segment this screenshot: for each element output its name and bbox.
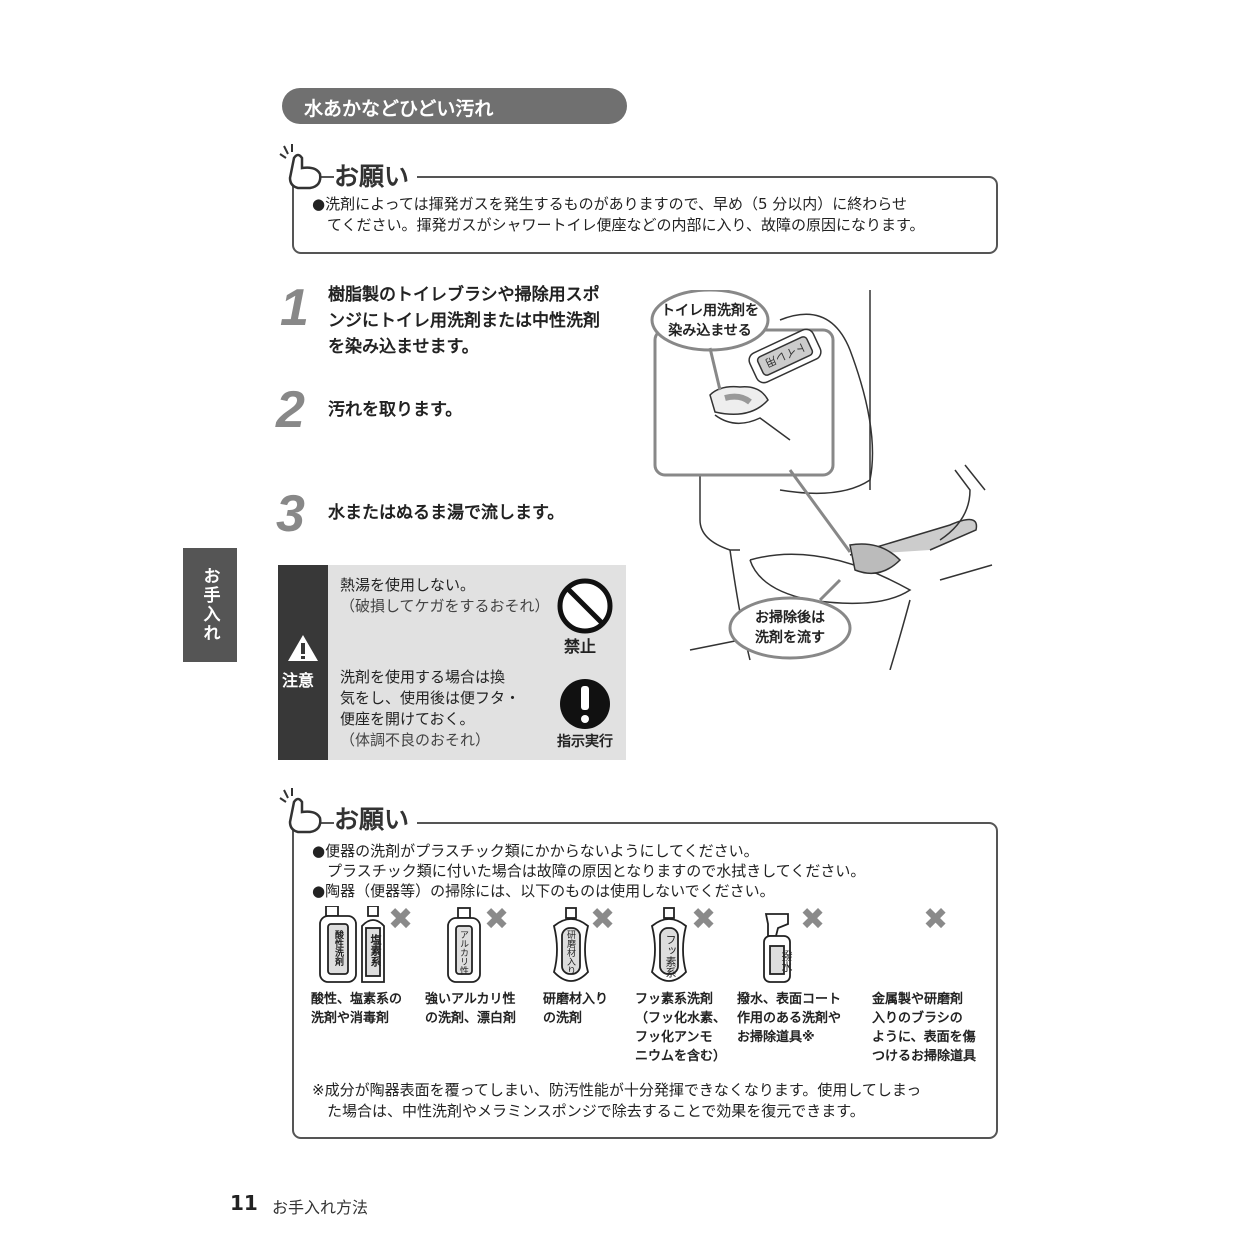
item-label: 撥水、表面コート xyxy=(737,992,842,1007)
step-number: 3 xyxy=(276,485,305,543)
item-label: 強いアルカリ性 xyxy=(425,992,516,1007)
notice-line: てください。揮発ガスがシャワートイレ便座などの内部に入り、故障の原因になります。 xyxy=(312,216,925,234)
item-label: フッ素系洗剤 xyxy=(635,992,714,1007)
notice-line: ●陶器（便器等）の掃除には、以下のものは使用しないでください。 xyxy=(312,882,775,900)
step-text: ンジにトイレ用洗剤または中性洗剤 xyxy=(328,311,600,331)
notice-box-1 xyxy=(292,176,998,254)
step-text: を染み込ませます。 xyxy=(328,337,479,357)
caution-subtext: （体調不良のおそれ） xyxy=(340,731,491,749)
cleaner-icons xyxy=(319,906,791,983)
bubble-text: 洗剤を流す xyxy=(755,630,825,646)
item-label: （フッ化水素、 xyxy=(635,1011,727,1026)
bottle-label: 塩素系 xyxy=(369,934,382,967)
item-label: ニウムを含む） xyxy=(635,1049,727,1064)
caution-box: 注意 熱湯を使用しない。 （破損してケガをするおそれ） 禁止 洗剤を使用する場合… xyxy=(278,565,626,760)
bottle-label: フッ素系 xyxy=(664,934,677,978)
item-label: 洗剤や消毒剤 xyxy=(311,1011,390,1026)
item-label: 金属製や研磨剤 xyxy=(872,992,964,1007)
bubble-text: トイレ用洗剤を xyxy=(661,303,759,319)
section-title: 水あかなどひどい汚れ xyxy=(282,88,627,124)
notice-line: ●便器の洗剤がプラスチック類にかからないようにしてください。 xyxy=(312,842,759,860)
caution-text: 洗剤を使用する場合は換 xyxy=(340,668,506,686)
item-label: お掃除道具※ xyxy=(737,1030,815,1045)
warning-triangle-icon xyxy=(288,635,318,661)
item-label: つけるお掃除道具 xyxy=(872,1049,977,1064)
item-label: 研磨材入り xyxy=(543,992,609,1007)
step-text: 汚れを取ります。 xyxy=(328,400,463,420)
mandatory-label: 指示実行 xyxy=(557,734,613,750)
x-mark-icon: ✖ xyxy=(590,902,616,937)
item-label: フッ化アンモ xyxy=(635,1030,713,1045)
caution-text: 気をし、使用後は便フタ・ xyxy=(340,689,521,707)
spray-bottle-icon xyxy=(763,913,791,983)
x-mark-icon: ✖ xyxy=(484,902,510,937)
footnote: ※成分が陶器表面を覆ってしまい、防汚性能が十分発揮できなくなります。使用してしま… xyxy=(312,1081,922,1099)
mandatory-icon xyxy=(560,679,610,729)
abrasive-bottle-icon xyxy=(552,907,590,982)
x-mark-icon: ✖ xyxy=(691,902,717,937)
item-label: の洗剤、漂白剤 xyxy=(425,1011,517,1026)
x-mark-icon: ✖ xyxy=(800,902,826,937)
item-label: 酸性、塩素系の xyxy=(311,992,403,1007)
footer-title: お手入れ方法 xyxy=(272,1198,369,1217)
step-number: 1 xyxy=(280,279,309,337)
item-label: 入りのブラシの xyxy=(872,1011,963,1026)
notice-line: ●洗剤によっては揮発ガスを発生するものがありますので、早め（5 分以内）に終わら… xyxy=(312,195,908,213)
prohibition-label: 禁止 xyxy=(564,637,597,656)
toilet-cleaning-illustration xyxy=(650,290,993,670)
chlorine-bottle-icon xyxy=(361,906,385,983)
notice-title: お願い xyxy=(334,157,418,193)
step-text: 樹脂製のトイレブラシや掃除用スポ xyxy=(328,285,600,305)
hand-pointing-icon xyxy=(279,144,322,190)
notice-box-2 xyxy=(292,822,998,1139)
bubble-text: 染み込ませる xyxy=(668,323,752,339)
footnote: た場合は、中性洗剤やメラミンスポンジで除去することで効果を復元できます。 xyxy=(312,1102,865,1120)
fluorine-bottle-icon xyxy=(650,907,688,982)
bottle-label: 酸性洗剤 xyxy=(333,930,343,966)
caution-subtext: （破損してケガをするおそれ） xyxy=(340,597,550,615)
acid-bottle-icon xyxy=(319,906,357,983)
bottle-label: 撥水 xyxy=(780,950,793,972)
caution-label: 注意 xyxy=(282,671,315,690)
notice-title: お願い xyxy=(334,800,418,836)
caution-text: 熱湯を使用しない。 xyxy=(340,576,476,594)
bottle-label: アルカリ性 xyxy=(458,930,468,975)
alkali-bottle-icon xyxy=(447,907,481,983)
hand-pointing-icon xyxy=(279,788,322,834)
item-label: 作用のある洗剤や xyxy=(737,1011,842,1026)
item-label: の洗剤 xyxy=(543,1011,583,1026)
bubble-text: お掃除後は xyxy=(755,610,825,626)
caution-text: 便座を開けておく。 xyxy=(340,710,475,728)
step-number: 2 xyxy=(276,381,305,439)
side-tab[interactable]: お手入れ xyxy=(183,548,237,662)
x-mark-icon: ✖ xyxy=(388,902,414,937)
page-number: 11 xyxy=(230,1191,258,1215)
prohibition-icon xyxy=(557,578,613,634)
step-text: 水またはぬるま湯で流します。 xyxy=(328,503,565,523)
x-mark-icon: ✖ xyxy=(923,902,949,937)
bottle-label: 研磨材入り xyxy=(565,930,575,975)
item-label: ように、表面を傷 xyxy=(872,1030,976,1045)
notice-line: プラスチック類に付いた場合は故障の原因となりますので水拭きしてください。 xyxy=(312,862,866,880)
